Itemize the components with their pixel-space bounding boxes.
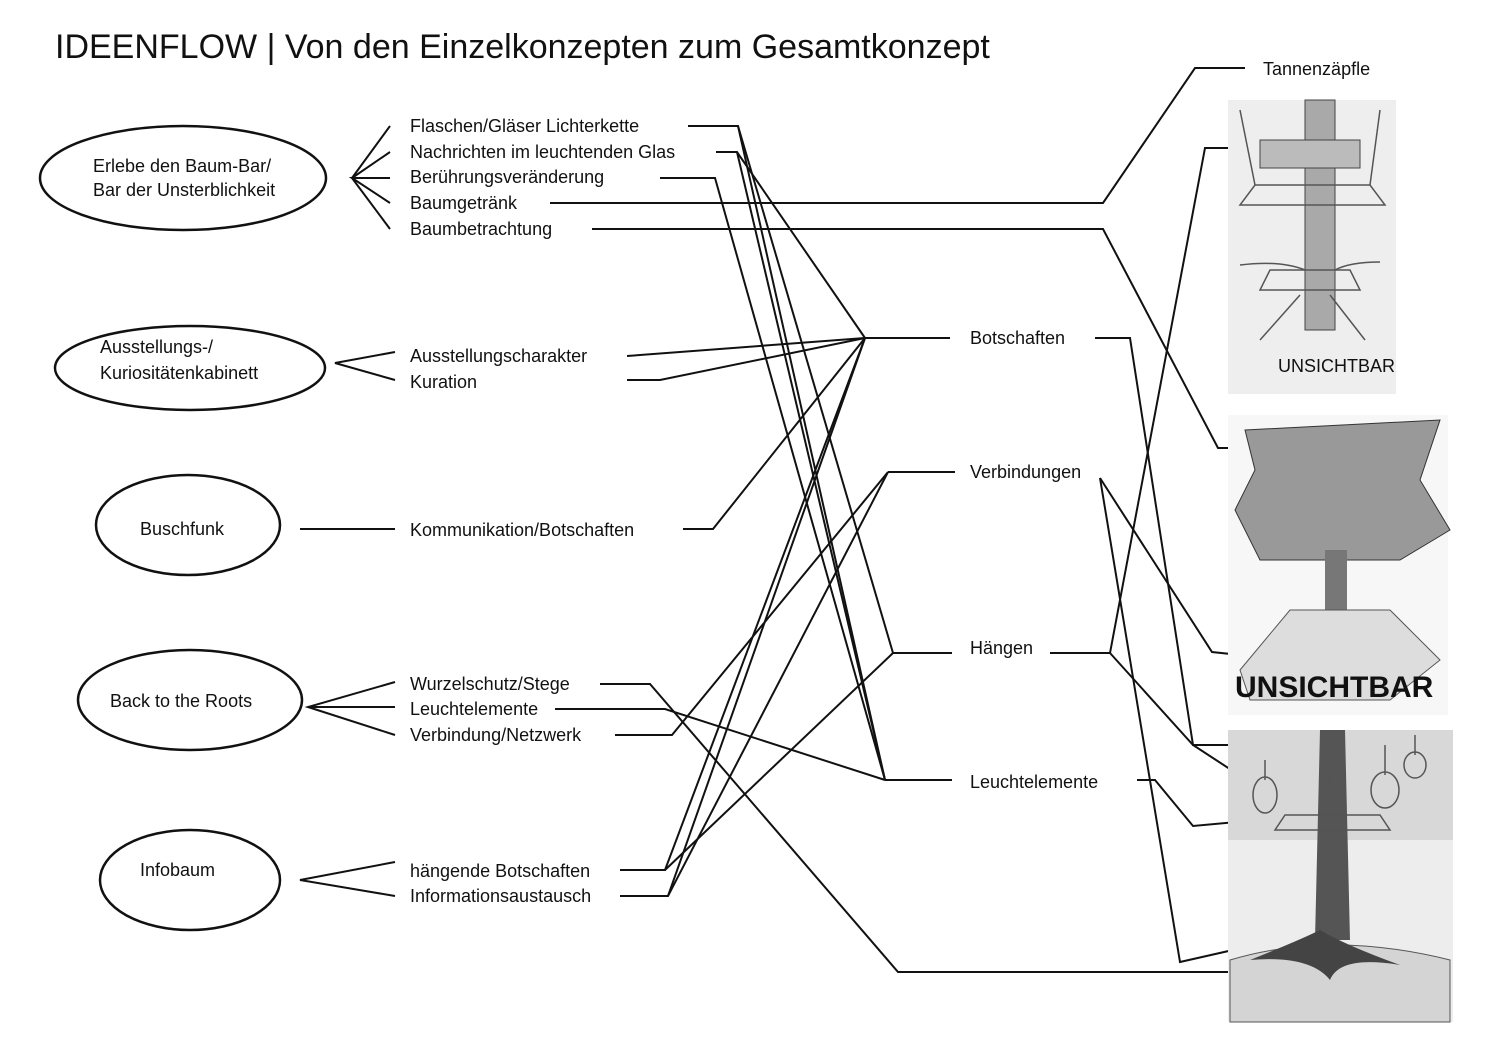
idea-label: Berührungsveränderung [410,167,604,187]
idea-label: Flaschen/Gläser Lichterkette [410,116,639,136]
concept-label: Bar der Unsterblichkeit [93,180,275,200]
tannenzaepfle-label: Tannenzäpfle [1263,59,1370,79]
sketch-sign-text: UNSICHTBAR [1235,671,1434,704]
theme-list: Botschaften Verbindungen Hängen Leuchtel… [970,328,1098,792]
sketch-sign-text: UNSICHTBAR [1278,356,1395,376]
sketch-fir-tree: UNSICHTBAR [1228,415,1451,715]
idea-label: Informationsaustausch [410,886,591,906]
sketch-hanging-tree [1228,730,1453,1023]
theme-label-haengen: Hängen [970,638,1033,658]
idea-label: Ausstellungscharakter [410,346,587,366]
concept-label: Buschfunk [140,519,225,539]
idea-label: Leuchtelemente [410,699,538,719]
idea-label: hängende Botschaften [410,861,590,881]
idea-label: Wurzelschutz/Stege [410,674,570,694]
theme-label-leuchtelemente: Leuchtelemente [970,772,1098,792]
concept-node-buschfunk: Buschfunk [94,473,282,577]
sketch-tree-bar: UNSICHTBAR [1228,99,1396,394]
idea-label: Nachrichten im leuchtenden Glas [410,142,675,162]
page-title: IDEENFLOW | Von den Einzelkonzepten zum … [55,28,990,66]
idea-label: Baumbetrachtung [410,219,552,239]
concept-label: Erlebe den Baum-Bar/ [93,156,271,176]
concept-node-infobaum: Infobaum [98,828,282,932]
concept-node-baum-bar: Erlebe den Baum-Bar/ Bar der Unsterblich… [38,124,328,232]
idea-list: Flaschen/Gläser Lichterkette Nachrichten… [410,116,675,906]
theme-label-botschaften: Botschaften [970,328,1065,348]
concept-label: Back to the Roots [110,691,252,711]
idea-label: Kuration [410,372,477,392]
idea-label: Verbindung/Netzwerk [410,725,582,745]
idea-label: Kommunikation/Botschaften [410,520,634,540]
concept-label: Ausstellungs-/ [100,337,213,357]
concept-node-ausstellung: Ausstellungs-/ Kuriositätenkabinett [53,324,327,412]
concept-label: Kuriositätenkabinett [100,363,258,383]
concept-node-back-to-the-roots: Back to the Roots [76,648,304,752]
idea-label: Baumgetränk [410,193,518,213]
concept-label: Infobaum [140,860,215,880]
theme-label-verbindungen: Verbindungen [970,462,1081,482]
